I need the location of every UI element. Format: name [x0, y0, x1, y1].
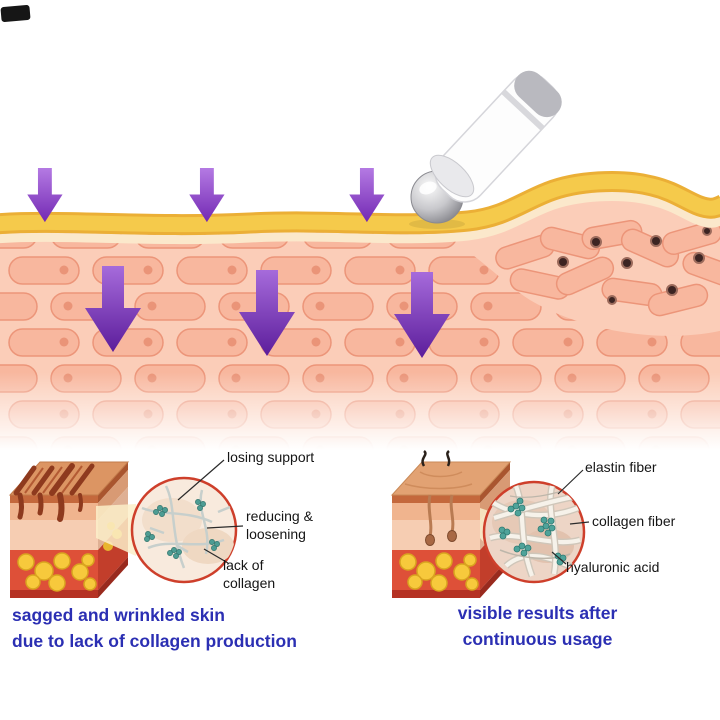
before-after-diagrams — [8, 450, 590, 598]
label-reducing-loosening: reducing & loosening — [246, 508, 313, 543]
hairs — [421, 450, 451, 467]
dense-teal-clusters — [498, 497, 567, 566]
left-caption: sagged and wrinkled skin due to lack of … — [12, 605, 297, 652]
wrinkle-grooves — [13, 463, 95, 522]
sagged-fibers-magnifier — [130, 476, 238, 584]
impurity-dots — [557, 226, 712, 305]
ball-socket — [429, 154, 475, 198]
hair-follicles — [425, 494, 457, 546]
dense-fibers-magnifier — [482, 480, 586, 584]
label-hyaluronic-acid: hyaluronic acid — [566, 559, 660, 575]
left-leader-lines — [177, 459, 244, 564]
label-losing-support: losing support — [227, 449, 315, 465]
label-collagen-fiber: collagen fiber — [592, 513, 676, 529]
right-caption: visible results after continuous usage — [457, 603, 618, 650]
right-leader-lines — [551, 469, 590, 565]
device-shadow — [409, 219, 465, 229]
label-elastin-fiber: elastin fiber — [585, 459, 657, 475]
epidermis-layer — [0, 170, 720, 245]
sparse-teal-clusters — [144, 499, 220, 559]
sagged-skin-cube — [8, 461, 130, 598]
magnifier-beam — [96, 504, 136, 556]
bottom-fade — [0, 372, 720, 450]
device-cap — [514, 70, 562, 118]
fat-cells — [17, 552, 97, 592]
clogged-skin-mound — [462, 184, 720, 336]
skin-cross-section-illustration — [0, 70, 720, 450]
label-lack-of-collagen: lack of collagen — [223, 557, 276, 592]
fat-cells — [399, 552, 479, 592]
microcurrent-device — [409, 70, 562, 229]
